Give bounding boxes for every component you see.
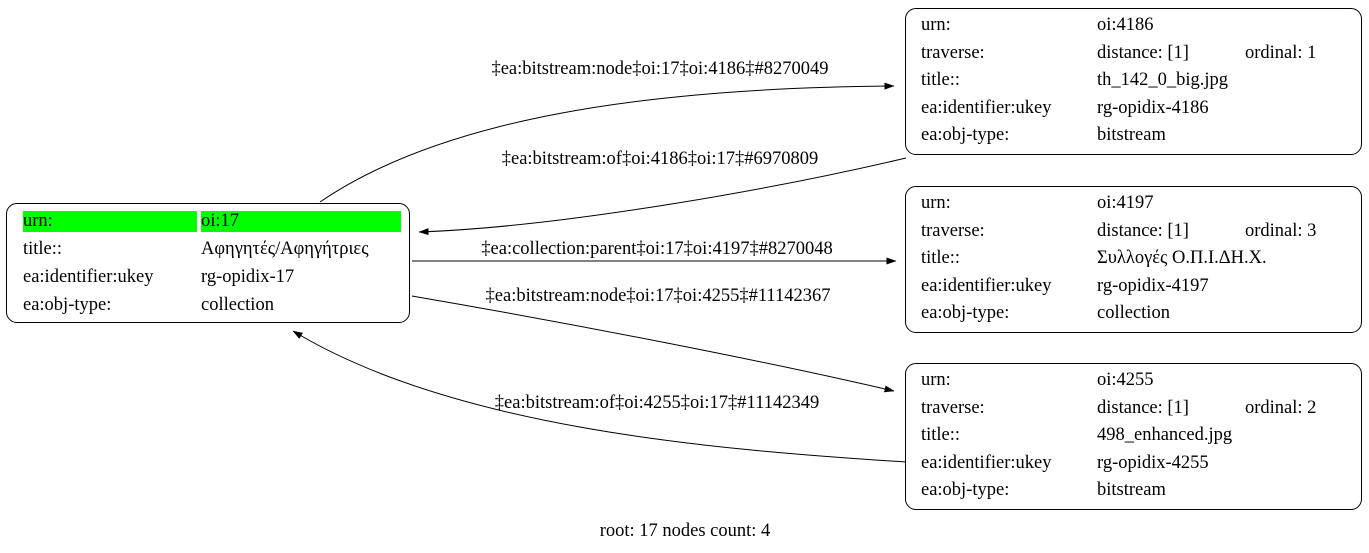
field-label: title:: — [23, 238, 63, 259]
field-row-urn: urn: oi:4186 — [921, 12, 1353, 40]
field-row-urn: urn: oi:4255 — [921, 367, 1353, 395]
edge-bitstream-node-4186 — [319, 82, 895, 203]
field-value: Συλλογές Ο.Π.Ι.ΔΗ.Χ. — [1097, 248, 1267, 269]
field-label: traverse: — [921, 220, 985, 241]
field-label: urn: — [921, 370, 951, 391]
field-label: title:: — [921, 425, 961, 446]
field-row-title: title:: 498_enhanced.jpg — [921, 422, 1353, 450]
field-row-ukey: ea:identifier:ukey rg-opidix-4255 — [921, 450, 1353, 478]
field-value: Αφηγητές/Αφηγήτριες — [201, 238, 369, 259]
edge-label-collection-parent-4197: ‡ea:collection:parent‡oi:17‡oi:4197‡#827… — [481, 239, 833, 259]
field-label: ea:identifier:ukey — [921, 275, 1052, 296]
node-oi4186[interactable]: urn: oi:4186 traverse: distance: [1] ord… — [905, 8, 1362, 155]
field-label: traverse: — [921, 397, 985, 418]
field-value: oi:4197 — [1097, 193, 1154, 214]
field-label: urn: — [921, 15, 951, 36]
field-row-objtype: ea:obj-type: collection — [23, 291, 401, 319]
field-label: traverse: — [921, 42, 985, 63]
field-row-urn: urn: oi:17 — [23, 207, 401, 235]
field-row-objtype: ea:obj-type: bitstream — [921, 477, 1353, 505]
field-value: rg-opidix-17 — [201, 266, 295, 287]
edge-label-bitstream-node-4255: ‡ea:bitstream:node‡oi:17‡oi:4255‡#111423… — [485, 286, 831, 306]
field-row-title: title:: Συλλογές Ο.Π.Ι.ΔΗ.Χ. — [921, 245, 1353, 273]
field-row-traverse: traverse: distance: [1] ordinal: 3 — [921, 218, 1353, 246]
traverse-distance: distance: [1] — [1097, 397, 1189, 418]
field-value: bitstream — [1097, 125, 1166, 146]
node-root-oi17[interactable]: urn: oi:17 title:: Αφηγητές/Αφηγήτριες e… — [6, 203, 410, 323]
field-value: distance: [1] ordinal: 3 — [1097, 221, 1353, 242]
field-value: bitstream — [1097, 480, 1166, 501]
field-row-objtype: ea:obj-type: bitstream — [921, 122, 1353, 150]
traverse-distance: distance: [1] — [1097, 42, 1189, 63]
field-value: collection — [1097, 303, 1170, 324]
edge-bitstream-of-4186 — [418, 157, 907, 236]
edge-bitstream-node-4255 — [411, 295, 895, 393]
field-value: 498_enhanced.jpg — [1097, 425, 1233, 446]
field-row-title: title:: th_142_0_big.jpg — [921, 67, 1353, 95]
edge-label-bitstream-of-4255: ‡ea:bitstream:of‡oi:4255‡oi:17‡#11142349 — [494, 393, 820, 413]
field-label: urn: — [23, 210, 197, 232]
traverse-ordinal: ordinal: 2 — [1245, 397, 1317, 418]
traverse-ordinal: ordinal: 1 — [1245, 42, 1317, 63]
field-row-ukey: ea:identifier:ukey rg-opidix-17 — [23, 263, 401, 291]
traverse-ordinal: ordinal: 3 — [1245, 220, 1317, 241]
field-row-traverse: traverse: distance: [1] ordinal: 1 — [921, 40, 1353, 68]
field-value: distance: [1] ordinal: 1 — [1097, 43, 1353, 64]
field-label: ea:obj-type: — [23, 294, 112, 315]
field-value: rg-opidix-4197 — [1097, 275, 1209, 296]
edge-label-bitstream-node-4186: ‡ea:bitstream:node‡oi:17‡oi:4186‡#827004… — [491, 59, 829, 79]
field-label: ea:obj-type: — [921, 125, 1010, 146]
edge-bitstream-of-4255 — [292, 330, 907, 463]
field-value: rg-opidix-4186 — [1097, 97, 1209, 118]
field-value: oi:17 — [201, 210, 401, 232]
field-value: distance: [1] ordinal: 2 — [1097, 398, 1353, 419]
field-row-traverse: traverse: distance: [1] ordinal: 2 — [921, 395, 1353, 423]
field-label: ea:identifier:ukey — [921, 97, 1052, 118]
edge-label-bitstream-of-4186: ‡ea:bitstream:of‡oi:4186‡oi:17‡#6970809 — [501, 149, 819, 169]
field-value: oi:4186 — [1097, 15, 1154, 36]
node-oi4255[interactable]: urn: oi:4255 traverse: distance: [1] ord… — [905, 363, 1362, 510]
field-label: ea:identifier:ukey — [921, 452, 1052, 473]
field-label: ea:obj-type: — [921, 480, 1010, 501]
field-label: urn: — [921, 193, 951, 214]
field-label: title:: — [921, 70, 961, 91]
field-value: rg-opidix-4255 — [1097, 452, 1209, 473]
field-row-ukey: ea:identifier:ukey rg-opidix-4197 — [921, 273, 1353, 301]
field-row-objtype: ea:obj-type: collection — [921, 300, 1353, 328]
graph-caption: root: 17 nodes count: 4 — [599, 521, 771, 541]
field-row-ukey: ea:identifier:ukey rg-opidix-4186 — [921, 95, 1353, 123]
field-row-title: title:: Αφηγητές/Αφηγήτριες — [23, 235, 401, 263]
field-label: title:: — [921, 248, 961, 269]
field-row-urn: urn: oi:4197 — [921, 190, 1353, 218]
field-label: ea:obj-type: — [921, 303, 1010, 324]
field-label: ea:identifier:ukey — [23, 266, 154, 287]
field-value: th_142_0_big.jpg — [1097, 70, 1229, 91]
field-value: oi:4255 — [1097, 370, 1154, 391]
field-value: collection — [201, 294, 274, 315]
traverse-distance: distance: [1] — [1097, 220, 1189, 241]
node-oi4197[interactable]: urn: oi:4197 traverse: distance: [1] ord… — [905, 186, 1362, 333]
